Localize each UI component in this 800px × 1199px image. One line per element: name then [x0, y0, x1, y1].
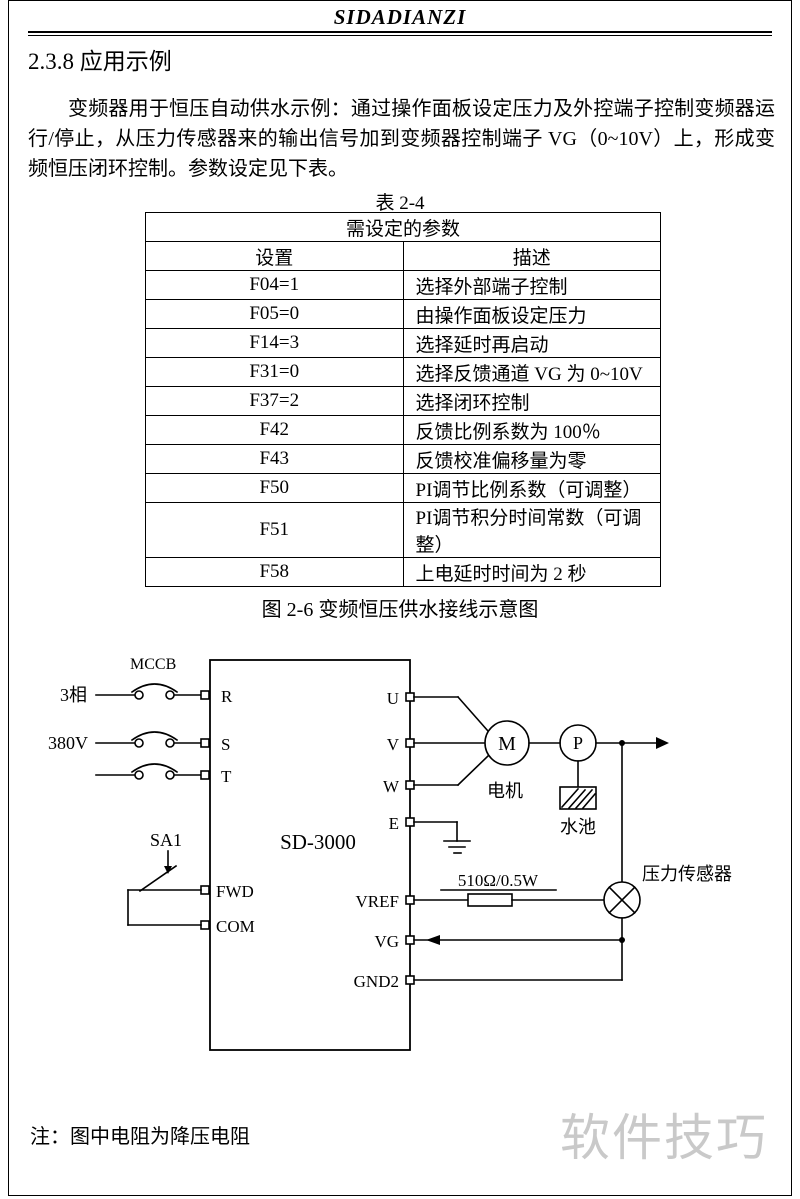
resistor-symbol: [413, 889, 605, 907]
cell-setting: F14=3: [145, 328, 404, 358]
cell-description: 选择外部端子控制: [402, 270, 661, 300]
cell-setting: F37=2: [145, 386, 404, 416]
parameter-table: 需设定的参数 设置 描述 F04=1 选择外部端子控制 F05=0 由操作面板设…: [145, 212, 661, 587]
page-border: [8, 0, 792, 1196]
motor-wires: [413, 695, 490, 787]
table-caption: 表 2-4: [375, 193, 425, 214]
label-resistor-value: 510Ω/0.5W: [458, 871, 539, 890]
label-terminal-s: S: [221, 735, 230, 754]
cell-setting: F04=1: [145, 270, 404, 300]
cell-description: 选择延时再启动: [402, 328, 661, 358]
cell-description: 选择反馈通道 VG 为 0~10V: [402, 357, 661, 387]
cell-description: PI调节比例系数（可调整）: [402, 473, 661, 503]
watermark: 软件技巧: [560, 1110, 768, 1166]
cell-description: 选择闭环控制: [402, 386, 661, 416]
label-terminal-fwd: FWD: [216, 882, 254, 901]
signal-wires: [413, 935, 625, 981]
table-row: F50 PI调节比例系数（可调整）: [145, 473, 661, 503]
table-row: F43 反馈校准偏移量为零: [145, 444, 661, 474]
table-title: 需设定的参数: [145, 212, 661, 242]
label-terminal-vref: VREF: [356, 892, 399, 911]
column-header-setting: 设置: [145, 241, 404, 271]
label-terminal-e: E: [389, 814, 399, 833]
label-terminal-v: V: [387, 735, 400, 754]
table-row: F31=0 选择反馈通道 VG 为 0~10V: [145, 357, 661, 387]
right-terminals: [405, 692, 415, 985]
cell-setting: F51: [145, 502, 404, 558]
left-terminals: [200, 690, 210, 930]
water-tank-symbol: [559, 760, 597, 810]
cell-description: PI调节积分时间常数（可调整）: [402, 502, 661, 558]
label-voltage: 380V: [48, 733, 88, 753]
cell-setting: F50: [145, 473, 404, 503]
pipe-line: [528, 737, 669, 883]
label-terminal-gnd2: GND2: [354, 972, 399, 991]
table-row: F05=0 由操作面板设定压力: [145, 299, 661, 329]
label-sa1: SA1: [150, 830, 182, 850]
label-terminal-u: U: [387, 689, 399, 708]
label-terminal-r: R: [221, 687, 233, 706]
cell-description: 上电延时时间为 2 秒: [402, 557, 661, 587]
table-title-row: 需设定的参数: [145, 212, 661, 242]
section-heading: 2.3.8 应用示例: [28, 49, 172, 74]
table-row: F14=3 选择延时再启动: [145, 328, 661, 358]
vg-arrow: [426, 935, 440, 945]
cell-setting: F05=0: [145, 299, 404, 329]
sa1-switch: [127, 850, 202, 926]
breaker-symbol: [95, 683, 202, 780]
cell-setting: F58: [145, 557, 404, 587]
table-row: F51 PI调节积分时间常数（可调整）: [145, 502, 661, 558]
cell-setting: F43: [145, 444, 404, 474]
label-pressure-sensor: 压力传感器: [642, 864, 732, 884]
cell-setting: F31=0: [145, 357, 404, 387]
table-row: F04=1 选择外部端子控制: [145, 270, 661, 300]
intro-paragraph: 变频器用于恒压自动供水示例：通过操作面板设定压力及外控端子控制变频器运行/停止，…: [28, 98, 775, 180]
label-motor: 电机: [487, 781, 523, 801]
table-row: F58 上电延时时间为 2 秒: [145, 557, 661, 587]
footnote: 注：图中电阻为降压电阻: [30, 1126, 250, 1148]
column-header-description: 描述: [402, 241, 661, 271]
cell-description: 反馈比例系数为 100％: [402, 415, 661, 445]
label-terminal-w: W: [383, 777, 400, 796]
pressure-sensor-symbol: [603, 881, 641, 981]
wiring-diagram: MCCB 3相 380V R S T FWD COM SD-3000 SA1 U…: [48, 656, 732, 1051]
cell-description: 反馈校准偏移量为零: [402, 444, 661, 474]
table-row: F42 反馈比例系数为 100％: [145, 415, 661, 445]
pump-symbol-letter: P: [573, 733, 583, 753]
motor-symbol-letter: M: [498, 733, 516, 755]
cell-setting: F42: [145, 415, 404, 445]
label-pool: 水池: [560, 817, 596, 837]
label-terminal-com: COM: [216, 917, 255, 936]
inverter-box: [209, 659, 411, 1051]
label-device-model: SD-3000: [280, 830, 356, 854]
label-terminal-vg: VG: [374, 932, 399, 951]
flow-arrow: [656, 737, 669, 749]
header-rule: [28, 31, 772, 36]
page-header: SIDADIANZI: [333, 5, 467, 29]
figure-caption: 图 2-6 变频恒压供水接线示意图: [261, 599, 539, 621]
label-mccb: MCCB: [130, 656, 176, 673]
table-row: F37=2 选择闭环控制: [145, 386, 661, 416]
cell-description: 由操作面板设定压力: [402, 299, 661, 329]
table-header-row: 设置 描述: [145, 241, 661, 271]
label-terminal-t: T: [221, 767, 232, 786]
label-phase: 3相: [60, 685, 87, 705]
ground-symbol: [413, 821, 471, 854]
